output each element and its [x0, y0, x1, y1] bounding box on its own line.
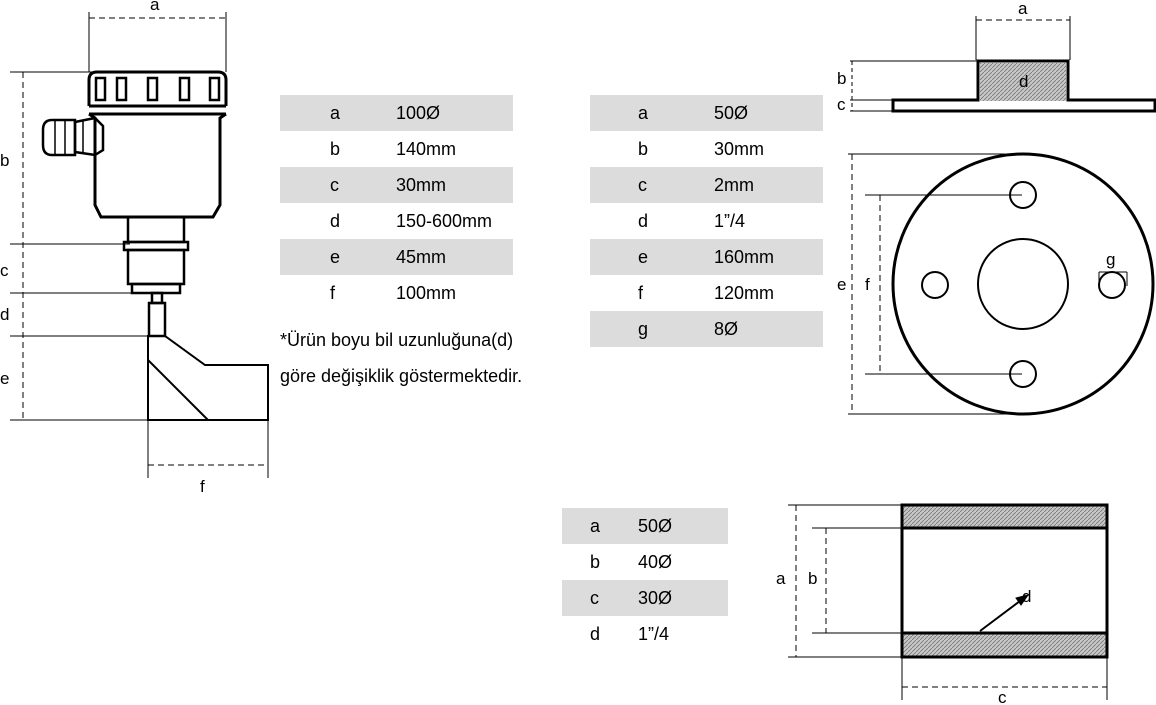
process-connection	[122, 215, 190, 295]
dimension-key: c	[562, 580, 638, 616]
dimension-value: 100Ø	[396, 95, 513, 131]
dimension-value: 40Ø	[638, 551, 673, 572]
dim-label-a: a	[150, 0, 160, 14]
note-line-1: *Ürün boyu bil uzunluğuna(d)	[280, 330, 514, 350]
dimension-key: e	[280, 239, 396, 275]
dim-f-bottom	[147, 420, 269, 478]
dimension-value: 50Ø	[714, 95, 823, 131]
dimension-value: 1”/4	[638, 623, 670, 644]
dimension-value: 8Ø	[714, 311, 823, 347]
dim-label-f: f	[865, 275, 870, 294]
dim-label-a: a	[1018, 0, 1028, 18]
dim-label-e: e	[837, 275, 846, 294]
dimension-value: 160mm	[714, 239, 823, 275]
dimension-value: 45mm	[396, 239, 513, 275]
dimension-value: 150-600mm	[396, 210, 493, 231]
dimension-value: 30mm	[714, 138, 765, 159]
dimension-key: d	[638, 210, 649, 231]
dim-a-top	[88, 12, 227, 72]
level-switch-dim-labels: a b c d e f	[0, 0, 205, 496]
dimension-key: a	[280, 95, 396, 131]
dimension-key: a	[562, 508, 638, 544]
table-row: d 150-600mm	[280, 203, 513, 239]
note-line-2: göre değişiklik göstermektedir.	[280, 366, 523, 386]
dim-label-a: a	[776, 569, 786, 588]
shaft	[147, 291, 167, 338]
table-row: d 1”/4	[562, 616, 728, 652]
dimension-key: f	[330, 282, 336, 303]
dim-label-b: b	[837, 69, 846, 88]
table-row: f 100mm	[280, 275, 513, 311]
dimension-key: e	[590, 239, 714, 275]
table-row: d 1”/4	[590, 203, 823, 239]
flange-side-view	[850, 16, 1156, 113]
dimension-key: b	[590, 551, 601, 572]
dimension-key: c	[590, 167, 714, 203]
dim-label-c: c	[837, 95, 846, 114]
dimension-value: 140mm	[396, 138, 457, 159]
table-row: b 40Ø	[562, 544, 728, 580]
flange-dim-labels: a b c d e f g	[837, 0, 1115, 294]
cable-gland	[41, 116, 105, 157]
housing-body	[88, 112, 227, 219]
length-note: *Ürün boyu bil uzunluğuna(d) göre değişi…	[280, 322, 522, 394]
dim-label-c: c	[998, 688, 1007, 705]
dimension-key: b	[330, 138, 341, 159]
flange-top-view	[848, 152, 1155, 416]
dimension-value: 30mm	[396, 167, 513, 203]
dim-label-b: b	[0, 151, 9, 170]
paddle	[147, 335, 269, 421]
dimension-key: g	[590, 311, 714, 347]
dim-label-d: d	[0, 305, 9, 324]
dimension-key: d	[330, 210, 341, 231]
dimension-value: 2mm	[714, 167, 823, 203]
dim-label-b: b	[808, 569, 817, 588]
dim-label-d: d	[1019, 72, 1028, 91]
socket-dim-labels: a b c d	[776, 569, 1031, 705]
dimension-key: b	[638, 138, 649, 159]
dim-label-e: e	[0, 369, 9, 388]
dimension-value: 120mm	[714, 282, 775, 303]
dimension-key: c	[280, 167, 396, 203]
housing-cap	[87, 70, 228, 116]
dim-label-d: d	[1022, 587, 1031, 606]
dimension-value: 30Ø	[638, 580, 728, 616]
dim-label-c: c	[0, 261, 9, 280]
socket-drawing	[788, 503, 1109, 700]
dimension-key: d	[590, 623, 601, 644]
dimension-value: 1”/4	[714, 210, 746, 231]
table-row: b 30mm	[590, 131, 823, 167]
table-row: b 140mm	[280, 131, 513, 167]
dimension-value: 50Ø	[638, 508, 728, 544]
level-switch-drawing	[10, 12, 269, 478]
dimension-value: 100mm	[396, 282, 457, 303]
dim-label-g: g	[1106, 250, 1115, 269]
dim-label-f: f	[200, 477, 205, 496]
dimension-key: a	[590, 95, 714, 131]
table-row: f 120mm	[590, 275, 823, 311]
dimension-key: f	[638, 282, 644, 303]
